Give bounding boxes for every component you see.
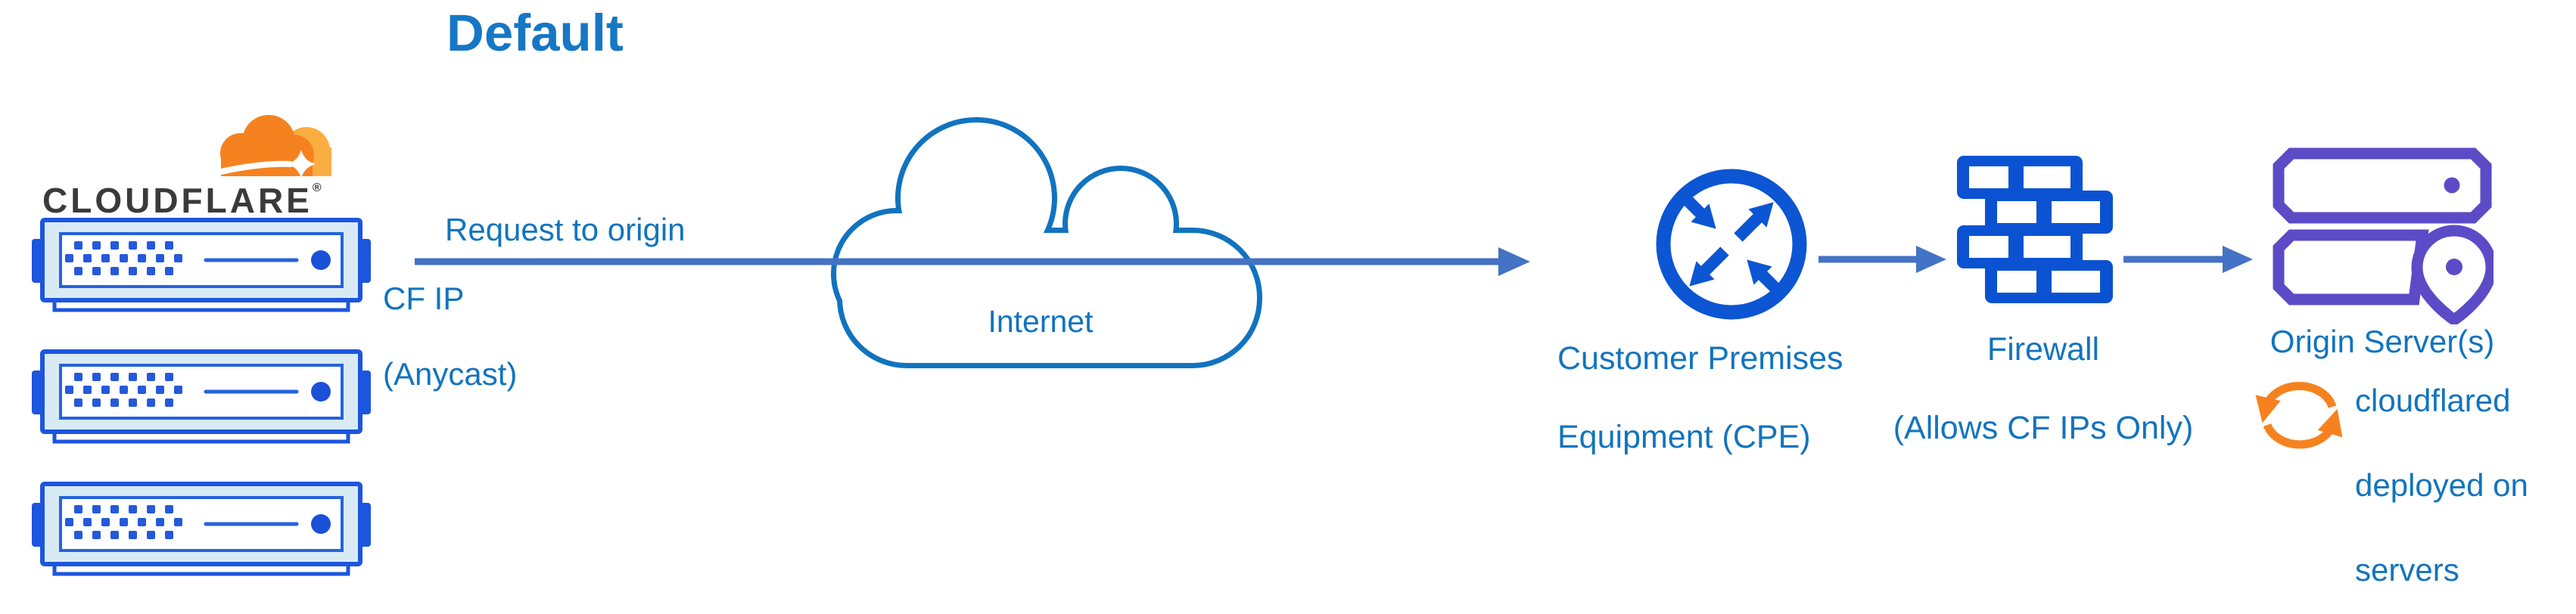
- firewall-label: Firewall (Allows CF IPs Only): [1877, 330, 2210, 448]
- cloudflared-note-line1: cloudflared: [2355, 383, 2511, 418]
- cf-ip-line2: (Anycast): [383, 356, 518, 392]
- firewall-label-line1: Firewall: [1986, 331, 2100, 367]
- sync-arrows-icon: [2255, 381, 2343, 449]
- cloudflare-wordmark: CLOUDFLARE®: [42, 180, 322, 221]
- cloudflare-wordmark-text: CLOUDFLARE: [42, 181, 313, 220]
- registered-mark: ®: [312, 181, 322, 194]
- edge-server-icon: [30, 482, 372, 580]
- cf-ip-line1: CF IP: [383, 281, 465, 316]
- internet-label: Internet: [988, 304, 1094, 339]
- cloudflare-swoosh: [212, 160, 294, 176]
- origin-servers-label: Origin Server(s): [2270, 324, 2495, 359]
- cloudflare-flare: [287, 150, 316, 178]
- firewall-label-line2: (Allows CF IPs Only): [1893, 410, 2194, 446]
- flow-arrow-right: [1818, 246, 1946, 273]
- diagram-title: Default: [446, 4, 624, 62]
- server-stack-pin-icon: [2273, 147, 2494, 324]
- cpe-label: Customer Premises Equipment (CPE): [1557, 339, 1843, 457]
- cloudflared-note-label: cloudflared deployed on servers: [2355, 380, 2528, 591]
- cpe-label-line1: Customer Premises: [1557, 340, 1843, 377]
- edge-server-icon: [30, 218, 372, 316]
- flow-arrow-right: [2123, 246, 2253, 273]
- cloudflare-logo-icon: [212, 115, 331, 178]
- brick-wall-icon: [1957, 156, 2113, 303]
- cloudflared-note-line3: servers: [2355, 552, 2459, 588]
- router-arrows-icon: [1656, 169, 1807, 320]
- cf-ip-anycast-label: CF IP (Anycast): [383, 280, 517, 393]
- edge-server-icon: [30, 349, 372, 448]
- request-to-origin-label: Request to origin: [445, 212, 686, 247]
- cloud-icon: [831, 117, 1262, 368]
- cloudflared-note-line2: deployed on: [2355, 467, 2528, 503]
- cpe-label-line2: Equipment (CPE): [1557, 419, 1811, 455]
